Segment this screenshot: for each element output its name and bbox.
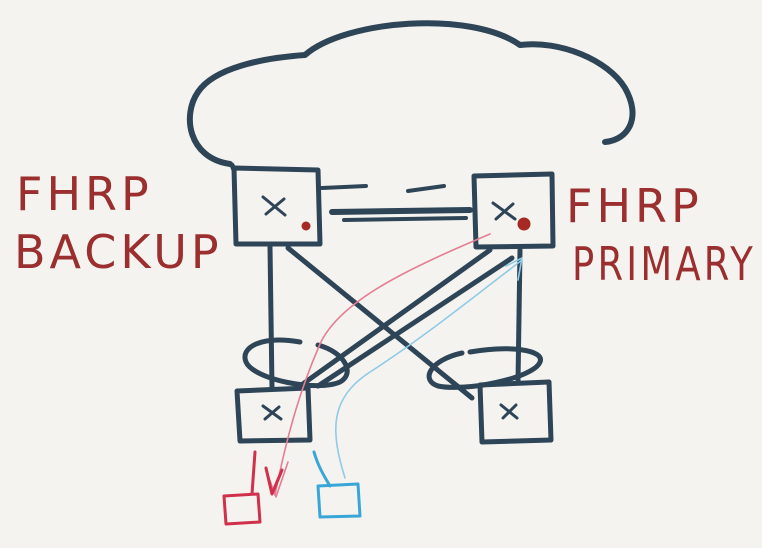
port-channel-right xyxy=(426,346,543,390)
label-fhrp-backup-line1: FHRP xyxy=(16,167,153,221)
label-fhrp-backup-line2: BACKUP xyxy=(14,225,223,279)
cloud-shape xyxy=(186,20,636,167)
x-icon xyxy=(261,404,283,421)
host-blue xyxy=(316,482,362,519)
port-channel-left xyxy=(242,337,350,389)
x-icon xyxy=(491,201,517,221)
switch-access-right xyxy=(477,379,554,445)
switch-distribution-left xyxy=(231,165,323,247)
host-red xyxy=(222,492,262,526)
label-fhrp-primary-line1: FHRP xyxy=(566,179,703,233)
vrrp-dot-icon xyxy=(517,217,531,231)
x-icon xyxy=(261,195,287,217)
red-traffic-flow xyxy=(250,233,491,498)
switch-access-left xyxy=(234,385,313,444)
switch-distribution-right xyxy=(471,171,556,250)
blue-traffic-flow xyxy=(312,257,523,488)
label-fhrp-primary-line2: PRIMARY xyxy=(572,237,756,291)
distribution-interlink xyxy=(320,184,473,222)
vrrp-dot-icon xyxy=(301,221,311,231)
x-icon xyxy=(499,403,519,420)
